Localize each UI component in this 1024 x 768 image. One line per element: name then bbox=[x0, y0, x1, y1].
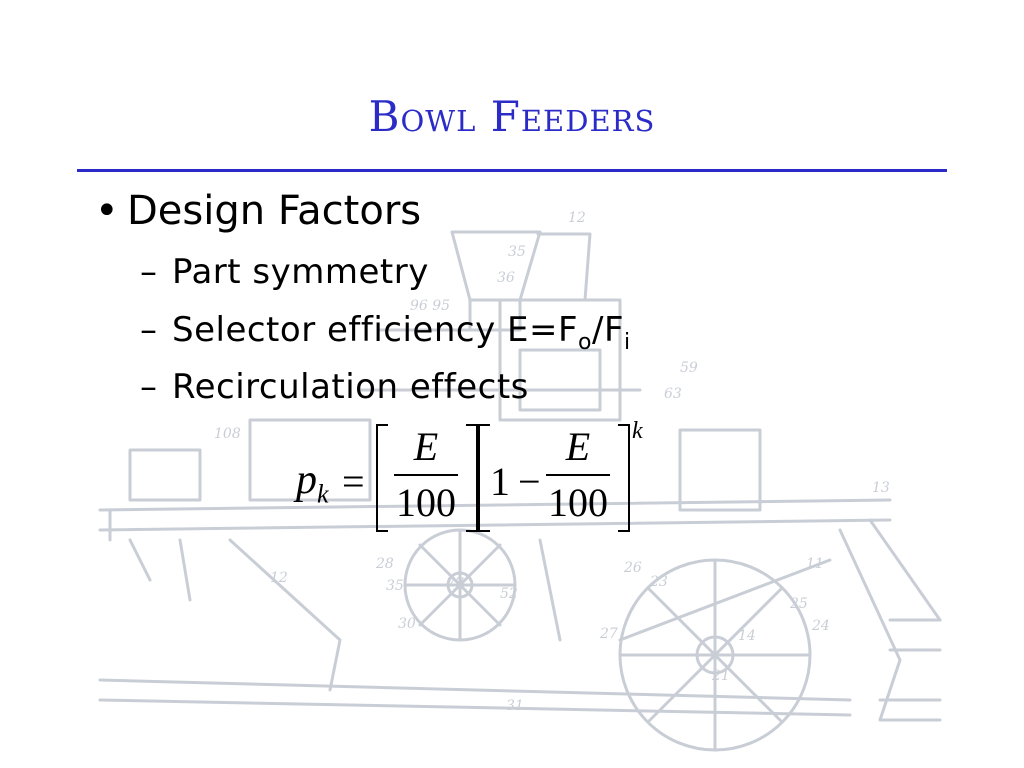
svg-text:21: 21 bbox=[711, 668, 730, 684]
fraction-bar bbox=[394, 474, 458, 476]
svg-text:14: 14 bbox=[738, 628, 756, 644]
probability-formula: pk = E 100 1 − E 100 k bbox=[290, 418, 650, 536]
sub-item-text: Part symmetry bbox=[172, 252, 429, 292]
fraction-bar bbox=[546, 474, 610, 476]
fraction-numerator: E bbox=[413, 424, 439, 469]
svg-text:27: 27 bbox=[599, 626, 618, 642]
svg-text:12: 12 bbox=[270, 570, 288, 586]
en-dash-icon: – bbox=[140, 252, 158, 292]
main-bullet-text: Design Factors bbox=[127, 188, 422, 234]
svg-text:35: 35 bbox=[386, 578, 404, 594]
svg-text:52: 52 bbox=[500, 586, 518, 602]
sub-item: –Selector efficiency E=Fo/Fi bbox=[140, 310, 631, 355]
sub-item-text: Selector efficiency E=F bbox=[172, 310, 579, 350]
fraction-numerator: E bbox=[565, 424, 591, 469]
sub-item: –Part symmetry bbox=[140, 252, 429, 292]
sub-item: –Recirculation effects bbox=[140, 367, 529, 407]
svg-text:59: 59 bbox=[680, 360, 698, 376]
formula-exponent: k bbox=[632, 418, 643, 444]
en-dash-icon: – bbox=[140, 310, 158, 350]
subscript: i bbox=[624, 329, 631, 355]
left-bracket bbox=[376, 424, 388, 532]
svg-text:28: 28 bbox=[375, 556, 394, 572]
main-bullet: •Design Factors bbox=[95, 188, 421, 234]
formula-one: 1 bbox=[490, 459, 510, 504]
svg-text:30: 30 bbox=[398, 616, 416, 632]
svg-text:12: 12 bbox=[568, 210, 586, 226]
svg-text:31: 31 bbox=[506, 698, 524, 714]
svg-text:63: 63 bbox=[664, 386, 682, 402]
sub-item-text: /F bbox=[592, 310, 625, 350]
svg-text:24: 24 bbox=[811, 618, 830, 634]
subscript: o bbox=[578, 329, 593, 355]
en-dash-icon: – bbox=[140, 367, 158, 407]
formula-lhs: pk bbox=[296, 457, 329, 509]
slide-title: Bowl Feeders bbox=[0, 92, 1024, 141]
bullet-dot-icon: • bbox=[95, 188, 119, 234]
right-bracket bbox=[466, 424, 478, 532]
svg-text:25: 25 bbox=[789, 596, 808, 612]
svg-text:77: 77 bbox=[446, 576, 464, 592]
title-underline-rule bbox=[77, 169, 947, 172]
sub-item-text: Recirculation effects bbox=[172, 367, 529, 407]
left-bracket bbox=[478, 424, 490, 532]
fraction-denominator: 100 bbox=[548, 480, 608, 525]
formula-equals: = bbox=[342, 459, 365, 504]
fraction-denominator: 100 bbox=[396, 480, 456, 525]
slide-title-text: Bowl Feeders bbox=[368, 92, 656, 141]
svg-text:36: 36 bbox=[497, 270, 515, 286]
svg-text:96 95: 96 95 bbox=[410, 298, 450, 314]
svg-text:11: 11 bbox=[806, 556, 824, 572]
svg-text:23: 23 bbox=[649, 574, 668, 590]
right-bracket bbox=[618, 424, 630, 532]
svg-text:13: 13 bbox=[872, 480, 890, 496]
formula-minus: − bbox=[518, 459, 541, 504]
fraction-1: E 100 bbox=[394, 424, 458, 526]
svg-text:108: 108 bbox=[214, 426, 241, 442]
svg-text:26: 26 bbox=[623, 560, 642, 576]
svg-text:35: 35 bbox=[508, 244, 526, 260]
fraction-2: E 100 bbox=[546, 424, 610, 526]
